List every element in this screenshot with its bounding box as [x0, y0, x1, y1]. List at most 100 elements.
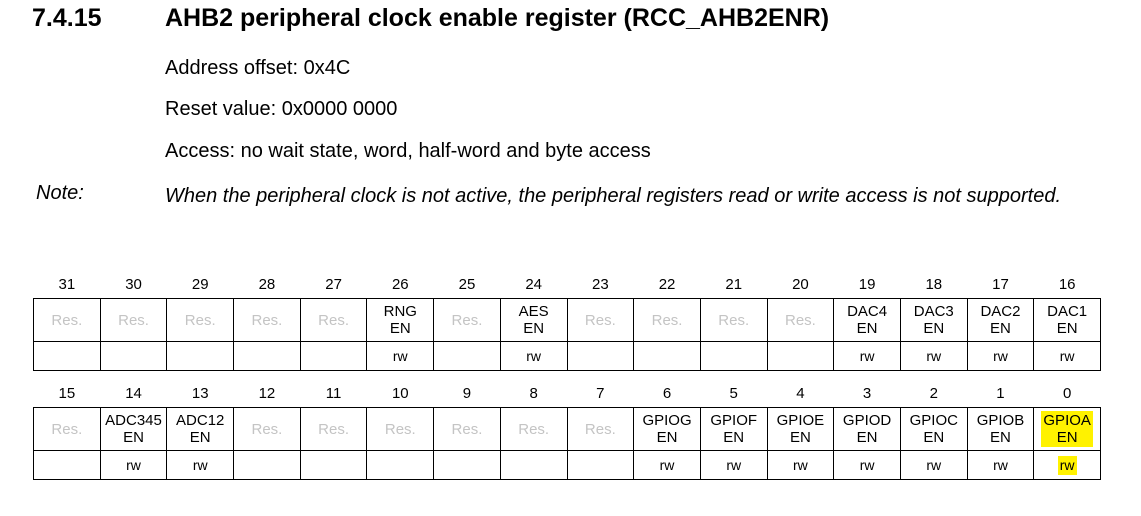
- access-type: rw: [192, 456, 208, 473]
- field-name-suffix: EN: [189, 429, 211, 446]
- access-type: rw: [993, 456, 1008, 473]
- field-name: DAC2: [980, 303, 1021, 320]
- field-access: rw: [699, 450, 768, 480]
- access-type: rw: [926, 456, 942, 473]
- field-name: AES: [518, 303, 549, 320]
- reserved-field: Res.: [299, 407, 368, 451]
- note-text: When the peripheral clock is not active,…: [165, 185, 1061, 207]
- field-access: [699, 341, 768, 371]
- bit-number: 11: [325, 384, 342, 402]
- field-name: GPIOB: [976, 412, 1025, 429]
- field-name: GPIOA: [1043, 412, 1091, 429]
- bit-number: 15: [58, 384, 76, 402]
- field-name-suffix: EN: [723, 429, 745, 446]
- field-access: rw: [966, 341, 1035, 371]
- field-name-suffix: EN: [856, 320, 878, 337]
- access-row: rw rw rw rw rw rw rw rw rw: [33, 450, 1101, 480]
- field-name: Res.: [584, 420, 616, 438]
- field-name: Res.: [651, 311, 683, 329]
- field-name: DAC1: [1047, 303, 1088, 320]
- field-name: Res.: [518, 420, 550, 438]
- section-title: AHB2 peripheral clock enable register (R…: [165, 4, 830, 32]
- field-access: [166, 341, 235, 371]
- bit-number: 5: [729, 384, 738, 402]
- bit-number: 30: [125, 275, 142, 293]
- reserved-field: Res.: [99, 298, 168, 342]
- field-name: Res.: [784, 311, 816, 329]
- field-access: [566, 341, 635, 371]
- bit-number: 22: [658, 275, 676, 293]
- field-name: DAC3: [913, 303, 954, 320]
- access-type: rw: [526, 347, 542, 364]
- field-access: rw: [166, 450, 235, 480]
- field-name: Res.: [318, 420, 350, 438]
- field-access: [633, 341, 701, 371]
- address-offset: Address offset: 0x4C: [165, 57, 351, 79]
- field-name: Res.: [451, 420, 483, 438]
- field-access: [366, 450, 435, 480]
- reserved-field: Res.: [499, 407, 568, 451]
- reserved-field: Res.: [566, 298, 635, 342]
- bit-number: 29: [191, 275, 209, 293]
- access-type: rw: [726, 456, 742, 473]
- field-name: GPIOF: [710, 412, 758, 429]
- field-access: rw: [766, 450, 835, 480]
- field-name: GPIOE: [776, 412, 825, 429]
- field-name-suffix: EN: [1056, 429, 1078, 446]
- bit-number: 16: [1058, 275, 1076, 293]
- field-access: rw: [633, 450, 701, 480]
- field-access: [33, 450, 101, 480]
- field-access: rw: [833, 450, 901, 480]
- access-type: rw: [392, 347, 408, 364]
- field-name: GPIOC: [909, 412, 958, 429]
- bit-number: 7: [596, 384, 605, 402]
- field-name-suffix: EN: [990, 320, 1011, 337]
- bit-number: 8: [529, 384, 538, 402]
- bit-number: 13: [191, 384, 209, 402]
- field-access: rw: [499, 341, 568, 371]
- field-access: rw: [899, 341, 968, 371]
- field-name: Res.: [118, 311, 149, 329]
- field-name: GPIOD: [842, 412, 892, 429]
- bit-number: 28: [258, 275, 276, 293]
- field-access: [233, 450, 301, 480]
- field-access: [433, 341, 501, 371]
- field-name-suffix: EN: [856, 429, 878, 446]
- reset-value: Reset value: 0x0000 0000: [165, 98, 398, 120]
- field-name: DAC4: [847, 303, 888, 320]
- field-name: ADC12: [176, 412, 225, 429]
- bit-number: 12: [258, 384, 276, 402]
- bit-number: 14: [125, 384, 142, 402]
- field-access: rw: [833, 341, 901, 371]
- bit-number: 6: [662, 384, 672, 402]
- reserved-field: Res.: [33, 298, 101, 342]
- field-name: RNG: [383, 303, 417, 320]
- section-number: 7.4.15: [32, 4, 102, 32]
- reserved-field: Res.: [166, 298, 235, 342]
- field-access: rw: [99, 450, 168, 480]
- field-access: rw: [1033, 450, 1101, 480]
- field-name: Res.: [318, 311, 350, 329]
- reserved-field: Res.: [233, 298, 301, 342]
- bit-number: 20: [792, 275, 809, 293]
- bit-number: 18: [925, 275, 943, 293]
- bit-number: 17: [992, 275, 1009, 293]
- field-name-suffix: EN: [523, 320, 545, 337]
- access-description: Access: no wait state, word, half-word a…: [165, 140, 651, 162]
- access-type: rw: [859, 456, 875, 473]
- field-name-suffix: EN: [789, 429, 811, 446]
- field-access: [566, 450, 635, 480]
- reserved-field: Res.: [566, 407, 635, 451]
- reserved-field: Res.: [233, 407, 301, 451]
